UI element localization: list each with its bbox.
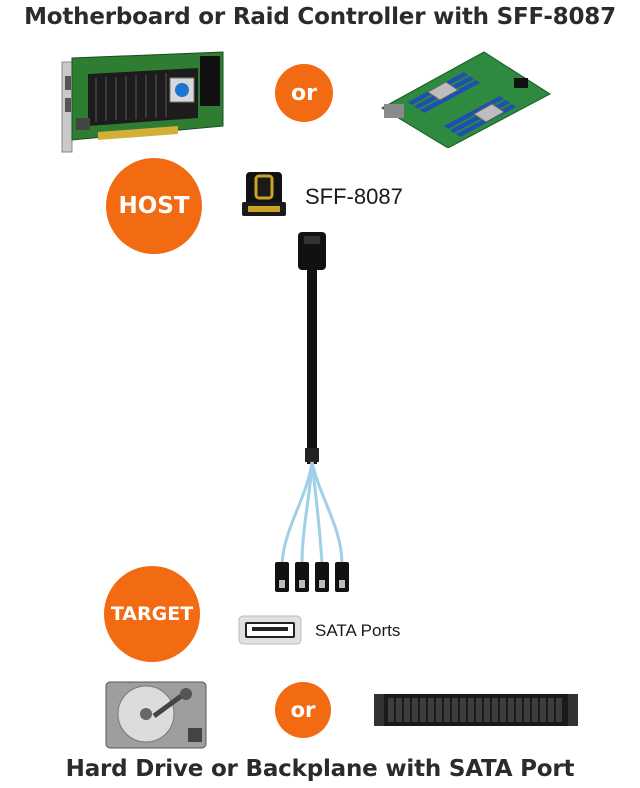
bottom-title: Hard Drive or Backplane with SATA Port: [65, 756, 575, 782]
motherboard-image: [374, 48, 554, 149]
or-badge-host: or: [275, 64, 333, 122]
target-badge: TARGET: [104, 566, 200, 662]
backplane-image: [374, 690, 578, 730]
hard-drive-image: [104, 680, 208, 750]
sata-port-icon: [238, 615, 302, 645]
or-badge-target: or: [275, 682, 331, 738]
sata-ports-label: SATA Ports: [315, 621, 401, 640]
or-badge-target-label: or: [290, 698, 316, 722]
sff-8087-label: SFF-8087: [305, 184, 403, 209]
host-badge: HOST: [106, 158, 202, 254]
top-title: Motherboard or Raid Controller with SFF-…: [24, 4, 616, 30]
breakout-cable-image: [262, 228, 372, 600]
or-badge-host-label: or: [291, 80, 317, 106]
raid-controller-image: [58, 48, 228, 156]
target-badge-label: TARGET: [110, 603, 194, 625]
host-badge-label: HOST: [118, 193, 190, 219]
sff-8087-connector-icon: [238, 166, 290, 222]
